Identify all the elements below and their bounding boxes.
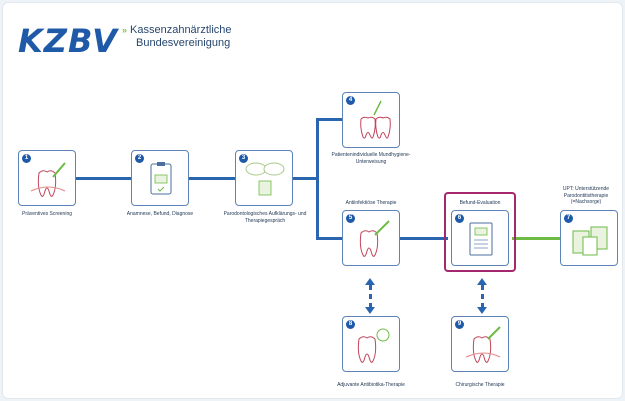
connector-5-6 xyxy=(398,237,448,240)
connector-2-3 xyxy=(189,177,235,180)
tooth-pill-icon xyxy=(357,328,390,363)
step-4-box: 4 xyxy=(342,92,400,148)
step-5-label: Antiinfektiöse Therapie xyxy=(345,200,397,206)
arrow-down-9 xyxy=(477,307,487,314)
clipboard-icon xyxy=(150,162,172,195)
tooth-brush-icon xyxy=(360,100,391,139)
speech-bubbles-icon xyxy=(245,162,285,196)
step-8-box: 8 xyxy=(342,316,400,372)
tooth-probe-icon xyxy=(30,162,66,197)
step-6-number: 6 xyxy=(455,214,464,223)
step-9-number: 9 xyxy=(455,320,464,329)
step-5-box: 5 xyxy=(342,210,400,266)
step-1-number: 1 xyxy=(22,154,31,163)
arrow-down-8 xyxy=(365,307,375,314)
step-1-label: Präventives Screening xyxy=(21,211,73,217)
tooth-scaler-icon xyxy=(359,220,390,257)
step-6-highlight xyxy=(444,192,516,272)
connector-6-7 xyxy=(512,237,560,240)
connector-1-2 xyxy=(75,177,131,180)
step-2-box: 2 xyxy=(131,150,189,206)
connector-branch-5 xyxy=(316,237,342,240)
step-2-label: Anamnese, Befund, Diagnose xyxy=(126,211,194,217)
step-5-number: 5 xyxy=(346,214,355,223)
step-7-box: 7 xyxy=(560,210,618,266)
connector-branch-vertical xyxy=(316,118,319,239)
kzbv-logo: KZBV xyxy=(18,22,118,60)
step-7-number: 7 xyxy=(564,214,573,223)
step-8-label: Adjuvante Antibiotika-Therapie xyxy=(337,382,405,388)
tooth-scalpel-icon xyxy=(465,326,501,363)
org-line-1: Kassenzahnärztliche xyxy=(130,24,232,36)
step-7-label: UPT: Unterstützende Parodontitistherapie… xyxy=(562,186,610,205)
step-3-number: 3 xyxy=(239,154,248,163)
step-6-label: Befund-Evaluation xyxy=(459,200,501,206)
step-4-number: 4 xyxy=(346,96,355,105)
step-4-label: Patientenindividuelle Mundhygiene-Unterw… xyxy=(331,152,411,165)
step-1-box: 1 xyxy=(18,150,76,206)
arrow-up-5 xyxy=(365,278,375,285)
step-6-box: 6 xyxy=(451,210,509,266)
org-line-2: Bundesvereinigung xyxy=(136,37,231,49)
dashed-connector-6-9 xyxy=(481,285,484,307)
organization-name: »Kassenzahnärztliche Bundesvereinigung xyxy=(122,24,232,50)
step-9-label: Chirurgische Therapie xyxy=(455,382,505,388)
step-8-number: 8 xyxy=(346,320,355,329)
calendar-cards-icon xyxy=(572,226,608,256)
arrow-up-6 xyxy=(477,278,487,285)
step-9-box: 9 xyxy=(451,316,509,372)
connector-branch-4 xyxy=(316,118,342,121)
chart-document-icon xyxy=(469,222,493,256)
step-3-label: Parodontologisches Aufklärungs- und Ther… xyxy=(223,211,307,224)
step-3-box: 3 xyxy=(235,150,293,206)
double-chevron-icon: » xyxy=(122,25,128,35)
connector-3-branch xyxy=(293,177,317,180)
dashed-connector-5-8 xyxy=(369,285,372,307)
step-2-number: 2 xyxy=(135,154,144,163)
